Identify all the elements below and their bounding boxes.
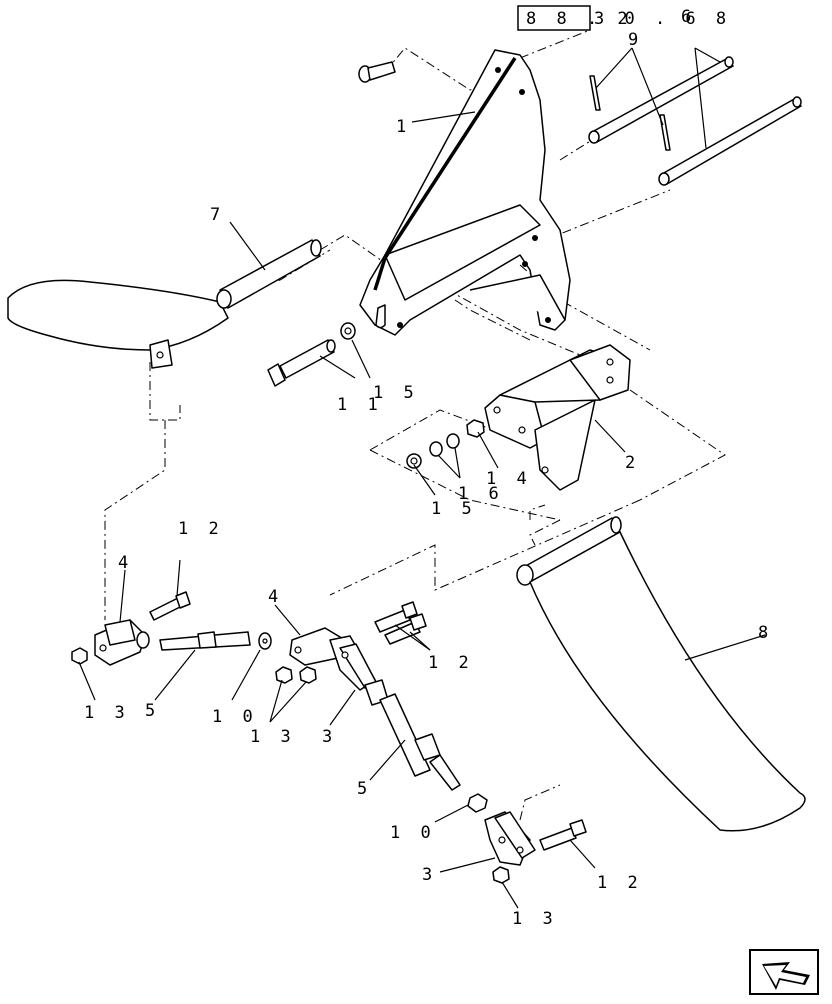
callout-5b: 5 xyxy=(357,779,372,799)
callout-4b: 4 xyxy=(268,587,283,607)
part-6-pins xyxy=(588,56,802,186)
reference-boxed-text: 8 8 . 2 xyxy=(526,9,633,29)
callout-11: 1 1 xyxy=(337,395,383,415)
leader-lines xyxy=(78,47,766,909)
next-page-arrow-icon[interactable] xyxy=(749,949,819,995)
part-8-lower-slide xyxy=(516,516,806,832)
callout-8: 8 xyxy=(758,623,773,643)
callout-13b: 1 3 xyxy=(250,727,296,747)
callout-4a: 4 xyxy=(118,553,133,573)
part-7-upper-slide xyxy=(7,239,322,369)
callout-12a: 1 2 xyxy=(178,519,224,539)
callout-12c: 1 2 xyxy=(597,873,643,893)
callout-3b: 3 xyxy=(422,865,437,885)
callout-1: 1 xyxy=(396,117,411,137)
part-2-lower-bracket xyxy=(484,344,631,491)
reference-box xyxy=(517,5,591,31)
reference-suffix-text: 3 0 . 6 8 xyxy=(594,9,731,29)
callout-12b: 1 2 xyxy=(428,653,474,673)
callout-15a: 1 5 xyxy=(373,383,419,403)
callout-15b: 1 5 xyxy=(431,499,477,519)
part-1-main-bracket xyxy=(359,49,571,336)
callout-6: 6 xyxy=(681,7,696,27)
callout-16: 1 6 xyxy=(458,484,504,504)
callout-13a: 1 3 xyxy=(84,703,130,723)
part-11-bolt xyxy=(267,339,336,387)
callout-5a: 5 xyxy=(145,701,160,721)
part-15-washer xyxy=(340,322,356,340)
callout-14: 1 4 xyxy=(486,469,532,489)
callout-10b: 1 0 xyxy=(390,823,436,843)
callout-2: 2 xyxy=(625,453,640,473)
callout-10a: 1 0 xyxy=(212,707,258,727)
callout-7: 7 xyxy=(210,205,225,225)
callout-labels: 1 9 6 7 1 1 1 5 2 1 4 1 6 1 5 1 2 4 4 1 … xyxy=(84,7,773,929)
carriage-bolt xyxy=(358,61,396,83)
reference-code: 8 8 . 2 3 0 . 6 8 xyxy=(517,5,731,31)
callout-13c: 1 3 xyxy=(512,909,558,929)
callout-3a: 3 xyxy=(322,727,337,747)
center-linkage xyxy=(275,601,488,813)
lower-linkage xyxy=(484,811,587,884)
callout-9: 9 xyxy=(628,30,643,50)
left-linkage xyxy=(71,591,272,666)
part-14-16-15-hardware xyxy=(406,419,485,469)
